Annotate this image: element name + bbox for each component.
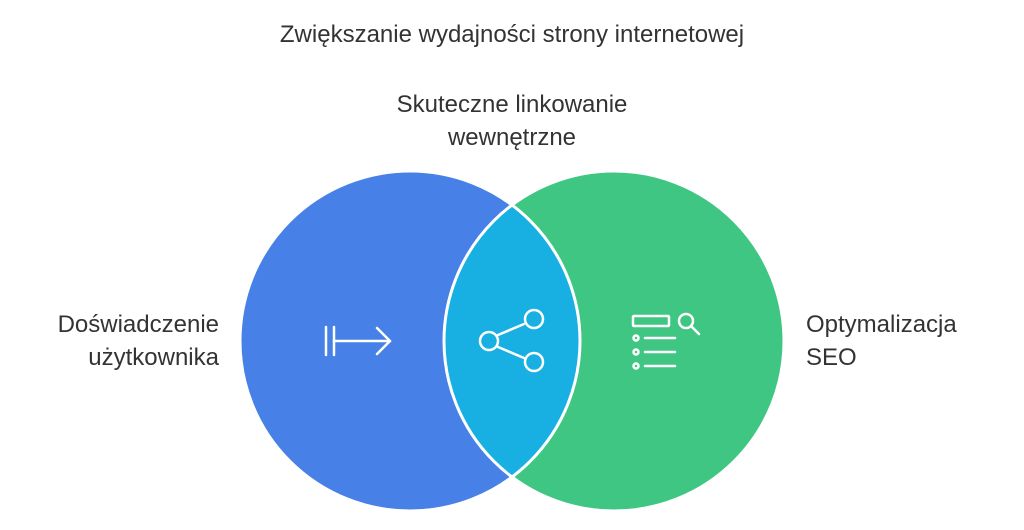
label-seo-optimization: Optymalizacja SEO xyxy=(806,308,1024,374)
seo-search-list-icon xyxy=(631,312,701,370)
label-internal-linking-line2: wewnętrzne xyxy=(447,124,577,151)
label-seo-optimization-line1: Optymalizacja xyxy=(806,311,957,338)
label-user-experience: Doświadczenie użytkownika xyxy=(0,308,219,374)
outline-left xyxy=(238,169,582,513)
label-seo-optimization-line2: SEO xyxy=(806,344,857,371)
label-user-experience-line1: Doświadczenie xyxy=(57,311,219,338)
diagram-title: Zwiększanie wydajności strony internetow… xyxy=(279,21,745,48)
arrow-to-right-bar-icon xyxy=(324,325,392,357)
share-icon xyxy=(478,308,545,373)
venn-outlines xyxy=(238,169,786,513)
outline-right xyxy=(442,169,786,513)
label-internal-linking: Skuteczne linkowanie wewnętrzne xyxy=(312,88,712,154)
venn-intersection xyxy=(444,171,580,511)
label-user-experience-line2: użytkownika xyxy=(88,344,219,371)
label-internal-linking-line1: Skuteczne linkowanie xyxy=(396,91,628,118)
